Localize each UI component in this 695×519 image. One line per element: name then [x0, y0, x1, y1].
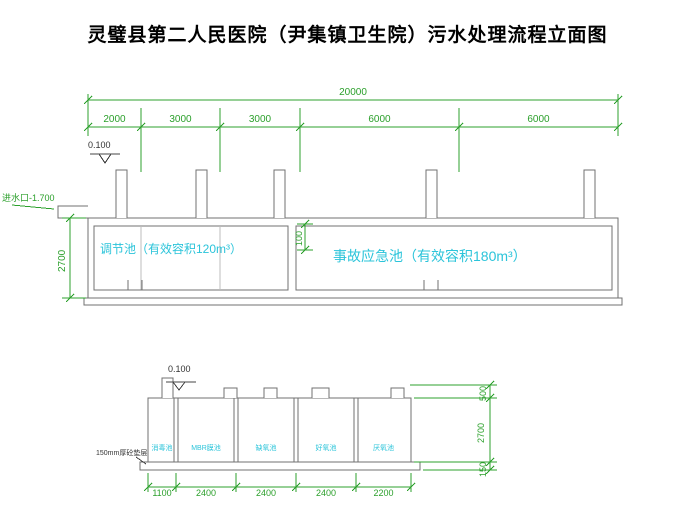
compartment-label: MBR膜池: [191, 445, 221, 452]
upper-tank-body: [83, 217, 623, 306]
base-note-leader: [135, 456, 147, 465]
emergency-tank-label: 事故应急池（有效容积180m³）: [333, 248, 527, 264]
compartment-label: 消毒池: [151, 445, 173, 452]
dim-width: 1100: [152, 488, 172, 498]
dim-height: 2700: [476, 422, 486, 443]
dim-height: 150: [478, 461, 488, 477]
regulating-tank-label: 调节池（有效容积120m³）: [100, 242, 243, 256]
dim-width: 2400: [315, 488, 337, 498]
compartment-label: 厌氧池: [373, 445, 394, 452]
dim-width: 2200: [373, 488, 394, 498]
dim-width: 2400: [255, 488, 277, 498]
lower-elevation-symbol: [166, 381, 196, 391]
upper-height-dim: 2700: [57, 249, 68, 272]
sump-pit: [127, 280, 143, 291]
upper-tank-outline: [87, 217, 619, 299]
upper-dimension-segments: [83, 108, 623, 172]
lower-vent-stubs: [161, 377, 405, 398]
base-note: 150mm厚砼垫层: [96, 450, 148, 457]
upper-height-dimension: [62, 213, 86, 303]
lower-base-slab: [139, 461, 421, 471]
compartment-label: 好氧池: [315, 445, 337, 452]
lower-bottom-dimensions: [143, 473, 416, 492]
upper-elevation-value: 0.100: [88, 140, 111, 150]
emergency-tank-inner: [295, 225, 613, 291]
elevation-triangle-icon: [172, 381, 186, 391]
lower-tank-outline: [147, 397, 412, 463]
dim-segment: 6000: [527, 114, 550, 125]
upper-freeboard-dimension: [297, 219, 313, 255]
dim-total: 20000: [339, 87, 367, 98]
sump-pit: [423, 280, 439, 291]
upper-dimension-total: [83, 94, 623, 136]
dim-segment: 2000: [103, 114, 126, 125]
lower-tank-body: [139, 397, 421, 471]
dim-width: 2400: [195, 488, 217, 498]
elevation-triangle-icon: [98, 153, 112, 164]
dim-segment: 6000: [368, 114, 391, 125]
lower-elevation-value: 0.100: [168, 364, 191, 374]
dim-segment: 3000: [248, 114, 272, 125]
inlet-pipe: [11, 204, 88, 219]
upper-base-slab: [83, 297, 623, 306]
upper-vent-stubs: [115, 169, 596, 218]
dim-height: 500: [478, 385, 488, 401]
drawing-title: 灵璧县第二人民医院（尹集镇卫生院）污水处理流程立面图: [87, 25, 608, 46]
upper-freeboard-dim: 100: [294, 230, 304, 246]
inlet-label: 进水口-1.700: [2, 193, 55, 203]
regulating-tank-inner: [93, 225, 289, 291]
upper-elevation-symbol: [90, 153, 120, 164]
compartment-label: 缺氧池: [255, 445, 277, 452]
lower-right-dimensions: [410, 380, 497, 475]
dim-segment: 3000: [169, 114, 192, 125]
